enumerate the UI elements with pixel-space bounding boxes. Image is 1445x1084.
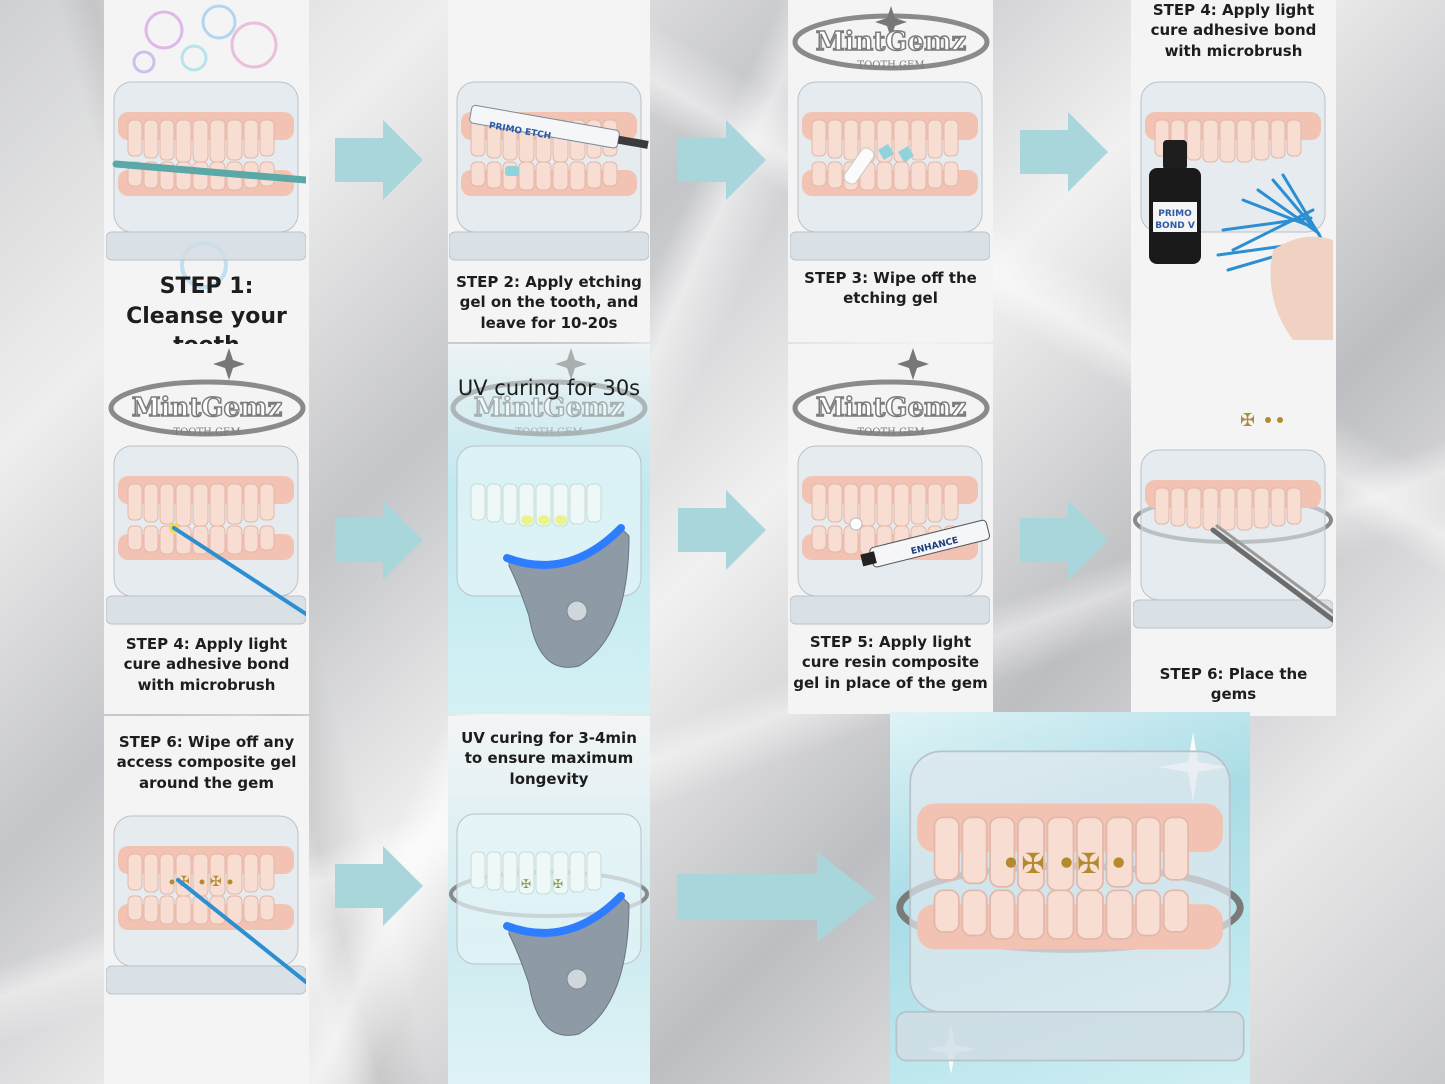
mintgemz-logo: MintGemz TOOTH GEM [108, 348, 305, 438]
tweezers [1210, 527, 1333, 623]
arrow-right-icon [335, 120, 423, 200]
step-4b-caption: STEP 4: Apply light cure adhesive bond w… [123, 635, 290, 694]
mintgemz-logo: MintGemz TOOTH GEM [450, 348, 648, 438]
svg-text:✠: ✠ [178, 874, 190, 890]
step-3-caption: STEP 3: Wipe off the etching gel [804, 269, 977, 308]
tooth-gems: ✠✠ [1021, 847, 1100, 880]
step-6-place-caption: STEP 6: Place the gems [1159, 665, 1308, 704]
svg-text:TOOTH GEM: TOOTH GEM [515, 427, 582, 438]
svg-text:MintGemz: MintGemz [815, 393, 966, 423]
cotton-roll [843, 147, 875, 185]
arrow-right-icon [678, 490, 766, 570]
dental-model: ✠✠ [106, 815, 306, 995]
microbrushes-in-hand [1216, 173, 1333, 340]
svg-text:MintGemz: MintGemz [131, 393, 282, 423]
mintgemz-logo: MintGemz TOOTH GEM [792, 6, 989, 71]
step-6-wipe-panel: STEP 6: Wipe off any access composite ge… [104, 716, 309, 1084]
svg-text:✠: ✠ [1021, 847, 1044, 880]
svg-text:BOND V: BOND V [1155, 221, 1195, 231]
step-5-caption: STEP 5: Apply light cure resin composite… [793, 633, 988, 692]
dental-model-uv [456, 445, 642, 668]
svg-text:MintGemz: MintGemz [815, 27, 966, 57]
svg-text:MintGemz: MintGemz [474, 393, 625, 423]
step-4b-panel: MintGemz TOOTH GEM STEP 4: Apply light c… [104, 344, 309, 714]
microbrush [176, 878, 306, 984]
step-3-panel: MintGemz TOOTH GEM STEP 3: Wipe off the … [788, 0, 993, 342]
svg-text:TOOTH GEM: TOOTH GEM [857, 60, 924, 71]
step-6-place-panel: ✠ STEP 6: Place the gems [1131, 344, 1336, 716]
toothbrush [112, 160, 306, 184]
uv-30s-caption: UV curing for 30s [457, 376, 641, 400]
dental-model: ENHANCE [790, 445, 990, 625]
uv-final-caption: UV curing for 3-4min to ensure maximum l… [461, 729, 637, 788]
svg-text:PRIMO: PRIMO [1158, 209, 1192, 219]
arrow-right-icon [678, 120, 766, 200]
svg-text:TOOTH GEM: TOOTH GEM [173, 427, 240, 438]
arrow-right-long-icon [677, 852, 875, 942]
dental-model-uv: ✠✠ [449, 813, 649, 1036]
dental-model [106, 81, 306, 261]
svg-text:✠: ✠ [521, 877, 531, 891]
arrow-right-icon [335, 846, 423, 926]
svg-text:✠: ✠ [553, 877, 563, 891]
arrow-right-icon [335, 500, 423, 580]
dental-model [1133, 449, 1333, 629]
svg-text:✠: ✠ [210, 874, 222, 890]
step-2-panel: PRIMO ETCH STEP 2: Apply etching gel on … [448, 0, 650, 342]
mintgemz-logo: MintGemz TOOTH GEM [792, 348, 989, 438]
dental-model: PRIMO ETCH [449, 81, 649, 261]
dental-model [790, 81, 990, 261]
gem-icons: ✠ [1240, 410, 1283, 431]
step-4a-panel: STEP 4: Apply light cure adhesive bond w… [1131, 0, 1336, 344]
bond-bottle: PRIMO BOND V [1149, 140, 1201, 264]
dental-model [106, 445, 306, 625]
dental-model-final: ✠✠ [895, 750, 1245, 1062]
step-1-panel: STEP 1: Cleanse your teeth [104, 0, 309, 344]
svg-text:✠: ✠ [1240, 410, 1255, 431]
step-4a-caption: STEP 4: Apply light cure adhesive bond w… [1150, 1, 1317, 60]
microbrush [172, 526, 306, 616]
arrow-right-icon [1020, 500, 1108, 580]
uv-30s-panel: MintGemz TOOTH GEM UV curing for 30s [448, 344, 650, 714]
step-6-wipe-caption: STEP 6: Wipe off any access composite ge… [116, 733, 297, 792]
step-5-panel: MintGemz TOOTH GEM ENHANCE STEP 5: Apply… [788, 344, 993, 714]
final-result-panel: ✠✠ [890, 712, 1250, 1084]
arrow-right-icon [1020, 112, 1108, 192]
svg-text:TOOTH GEM: TOOTH GEM [857, 427, 924, 438]
svg-text:✠: ✠ [1077, 847, 1100, 880]
step-1-caption: STEP 1: Cleanse your teeth [126, 274, 287, 344]
uv-final-panel: UV curing for 3-4min to ensure maximum l… [448, 716, 650, 1084]
bubbles-illustration [132, 4, 278, 289]
step-2-caption: STEP 2: Apply etching gel on the tooth, … [456, 273, 642, 332]
